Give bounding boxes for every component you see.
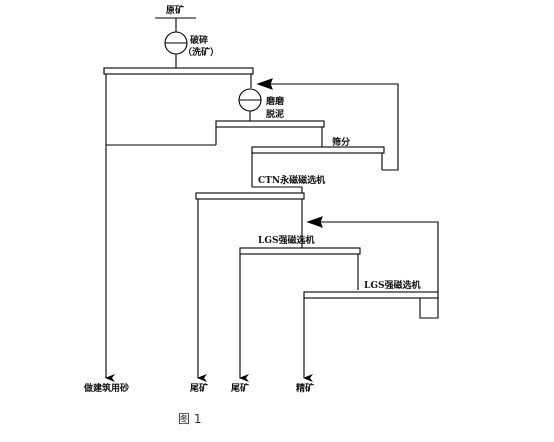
washing-label: （洗矿）: [183, 48, 220, 58]
screen-recycle-line: [268, 83, 399, 171]
washing-bar: [103, 67, 254, 75]
lgs-recycle-arrow-head: [306, 216, 323, 228]
sand-product-label: 做建筑用砂: [84, 384, 130, 394]
grinding-label: 磨磨: [266, 97, 285, 107]
concentrate-label: 精矿: [296, 384, 315, 394]
recycle-arrow-head: [256, 78, 273, 90]
raw-ore-label: 原矿: [166, 6, 185, 16]
tailings-2-label: 尾矿: [231, 384, 250, 394]
crushing-label: 破碎: [190, 36, 209, 46]
figure-caption: 图 1: [178, 412, 202, 426]
tailings-1-label: 尾矿: [190, 384, 209, 394]
desliming-bar: [215, 120, 325, 128]
ctn-separator-bar: [195, 192, 305, 200]
screening-label: 筛分: [332, 138, 351, 148]
lgs-recycle-line: [318, 221, 439, 319]
screening-bar: [251, 146, 385, 154]
lgs-separator-1-label: LGS强磁选机: [258, 236, 315, 246]
lgs-separator-2-label: LGS强磁选机: [364, 281, 421, 291]
desliming-label: 脱泥: [266, 110, 285, 120]
lgs-separator-1-bar: [239, 247, 361, 255]
lgs-separator-2-bar: [303, 291, 439, 299]
ctn-separator-label: CTN永磁磁选机: [258, 176, 326, 186]
